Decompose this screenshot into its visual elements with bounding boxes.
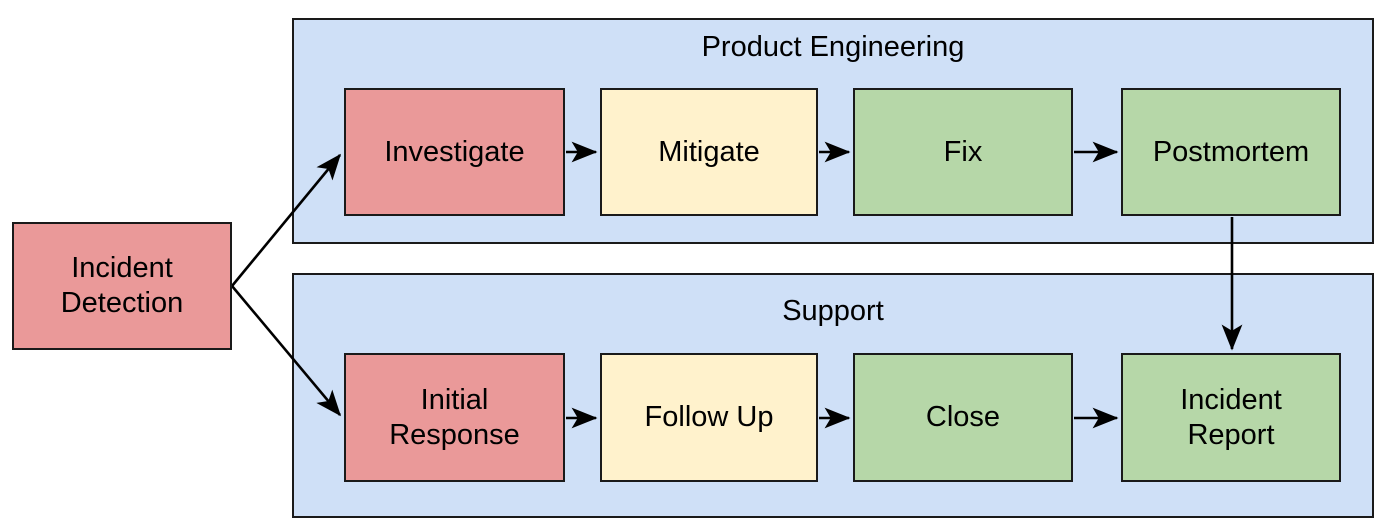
node-incident-detection[interactable]: Incident Detection xyxy=(12,222,232,350)
node-investigate[interactable]: Investigate xyxy=(344,88,565,216)
node-close[interactable]: Close xyxy=(853,353,1073,482)
node-label-initial-response: Initial Response xyxy=(389,383,520,451)
edge-detection-to-investigate xyxy=(230,153,342,287)
node-fix[interactable]: Fix xyxy=(853,88,1073,216)
edge-detection-to-initial-response xyxy=(231,285,342,417)
node-follow-up[interactable]: Follow Up xyxy=(600,353,818,482)
node-mitigate[interactable]: Mitigate xyxy=(600,88,818,216)
node-incident-report[interactable]: Incident Report xyxy=(1121,353,1341,482)
node-initial-response[interactable]: Initial Response xyxy=(344,353,565,482)
node-label-close: Close xyxy=(925,401,1001,433)
node-label-incident-detection: Incident Detection xyxy=(60,252,184,319)
node-label-incident-report: Incident Report xyxy=(1180,383,1282,451)
node-postmortem[interactable]: Postmortem xyxy=(1121,88,1341,216)
node-label-mitigate: Mitigate xyxy=(658,135,760,168)
node-label-postmortem: Postmortem xyxy=(1152,135,1310,168)
swimlane-title-support: Support xyxy=(782,295,884,327)
swimlane-title-product-engineering: Product Engineering xyxy=(701,31,965,63)
node-label-investigate: Investigate xyxy=(384,135,525,168)
node-label-follow-up: Follow Up xyxy=(644,401,774,433)
node-label-fix: Fix xyxy=(943,135,983,168)
